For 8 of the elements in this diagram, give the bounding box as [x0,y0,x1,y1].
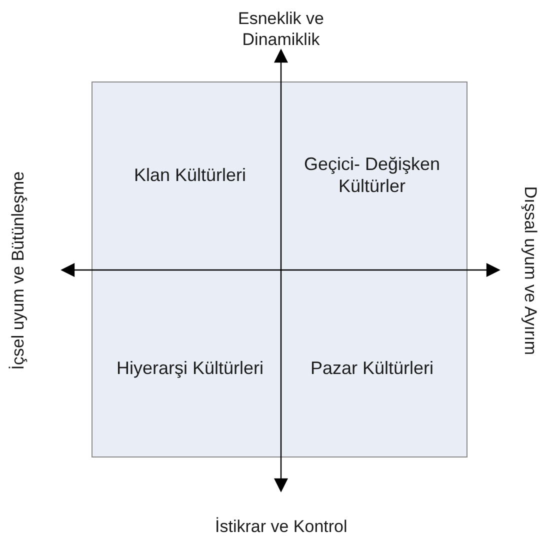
quadrant-label: Pazar Kültürleri [310,356,434,379]
axis-label: İstikrar ve Kontrol [215,516,348,537]
quadrant-label: Geçici- Değişken Kültürler [302,152,442,198]
quadrant-label: Hiyerarşi Kültürleri [116,356,264,379]
axis-label: İçsel uyum ve Bütünleşme [8,170,29,370]
axis-label: Esneklik ve Dinamiklik [237,8,325,50]
quadrant-label: Klan Kültürleri [134,164,246,186]
axis-label: Dışsal uyum ve Ayırım [520,186,541,355]
